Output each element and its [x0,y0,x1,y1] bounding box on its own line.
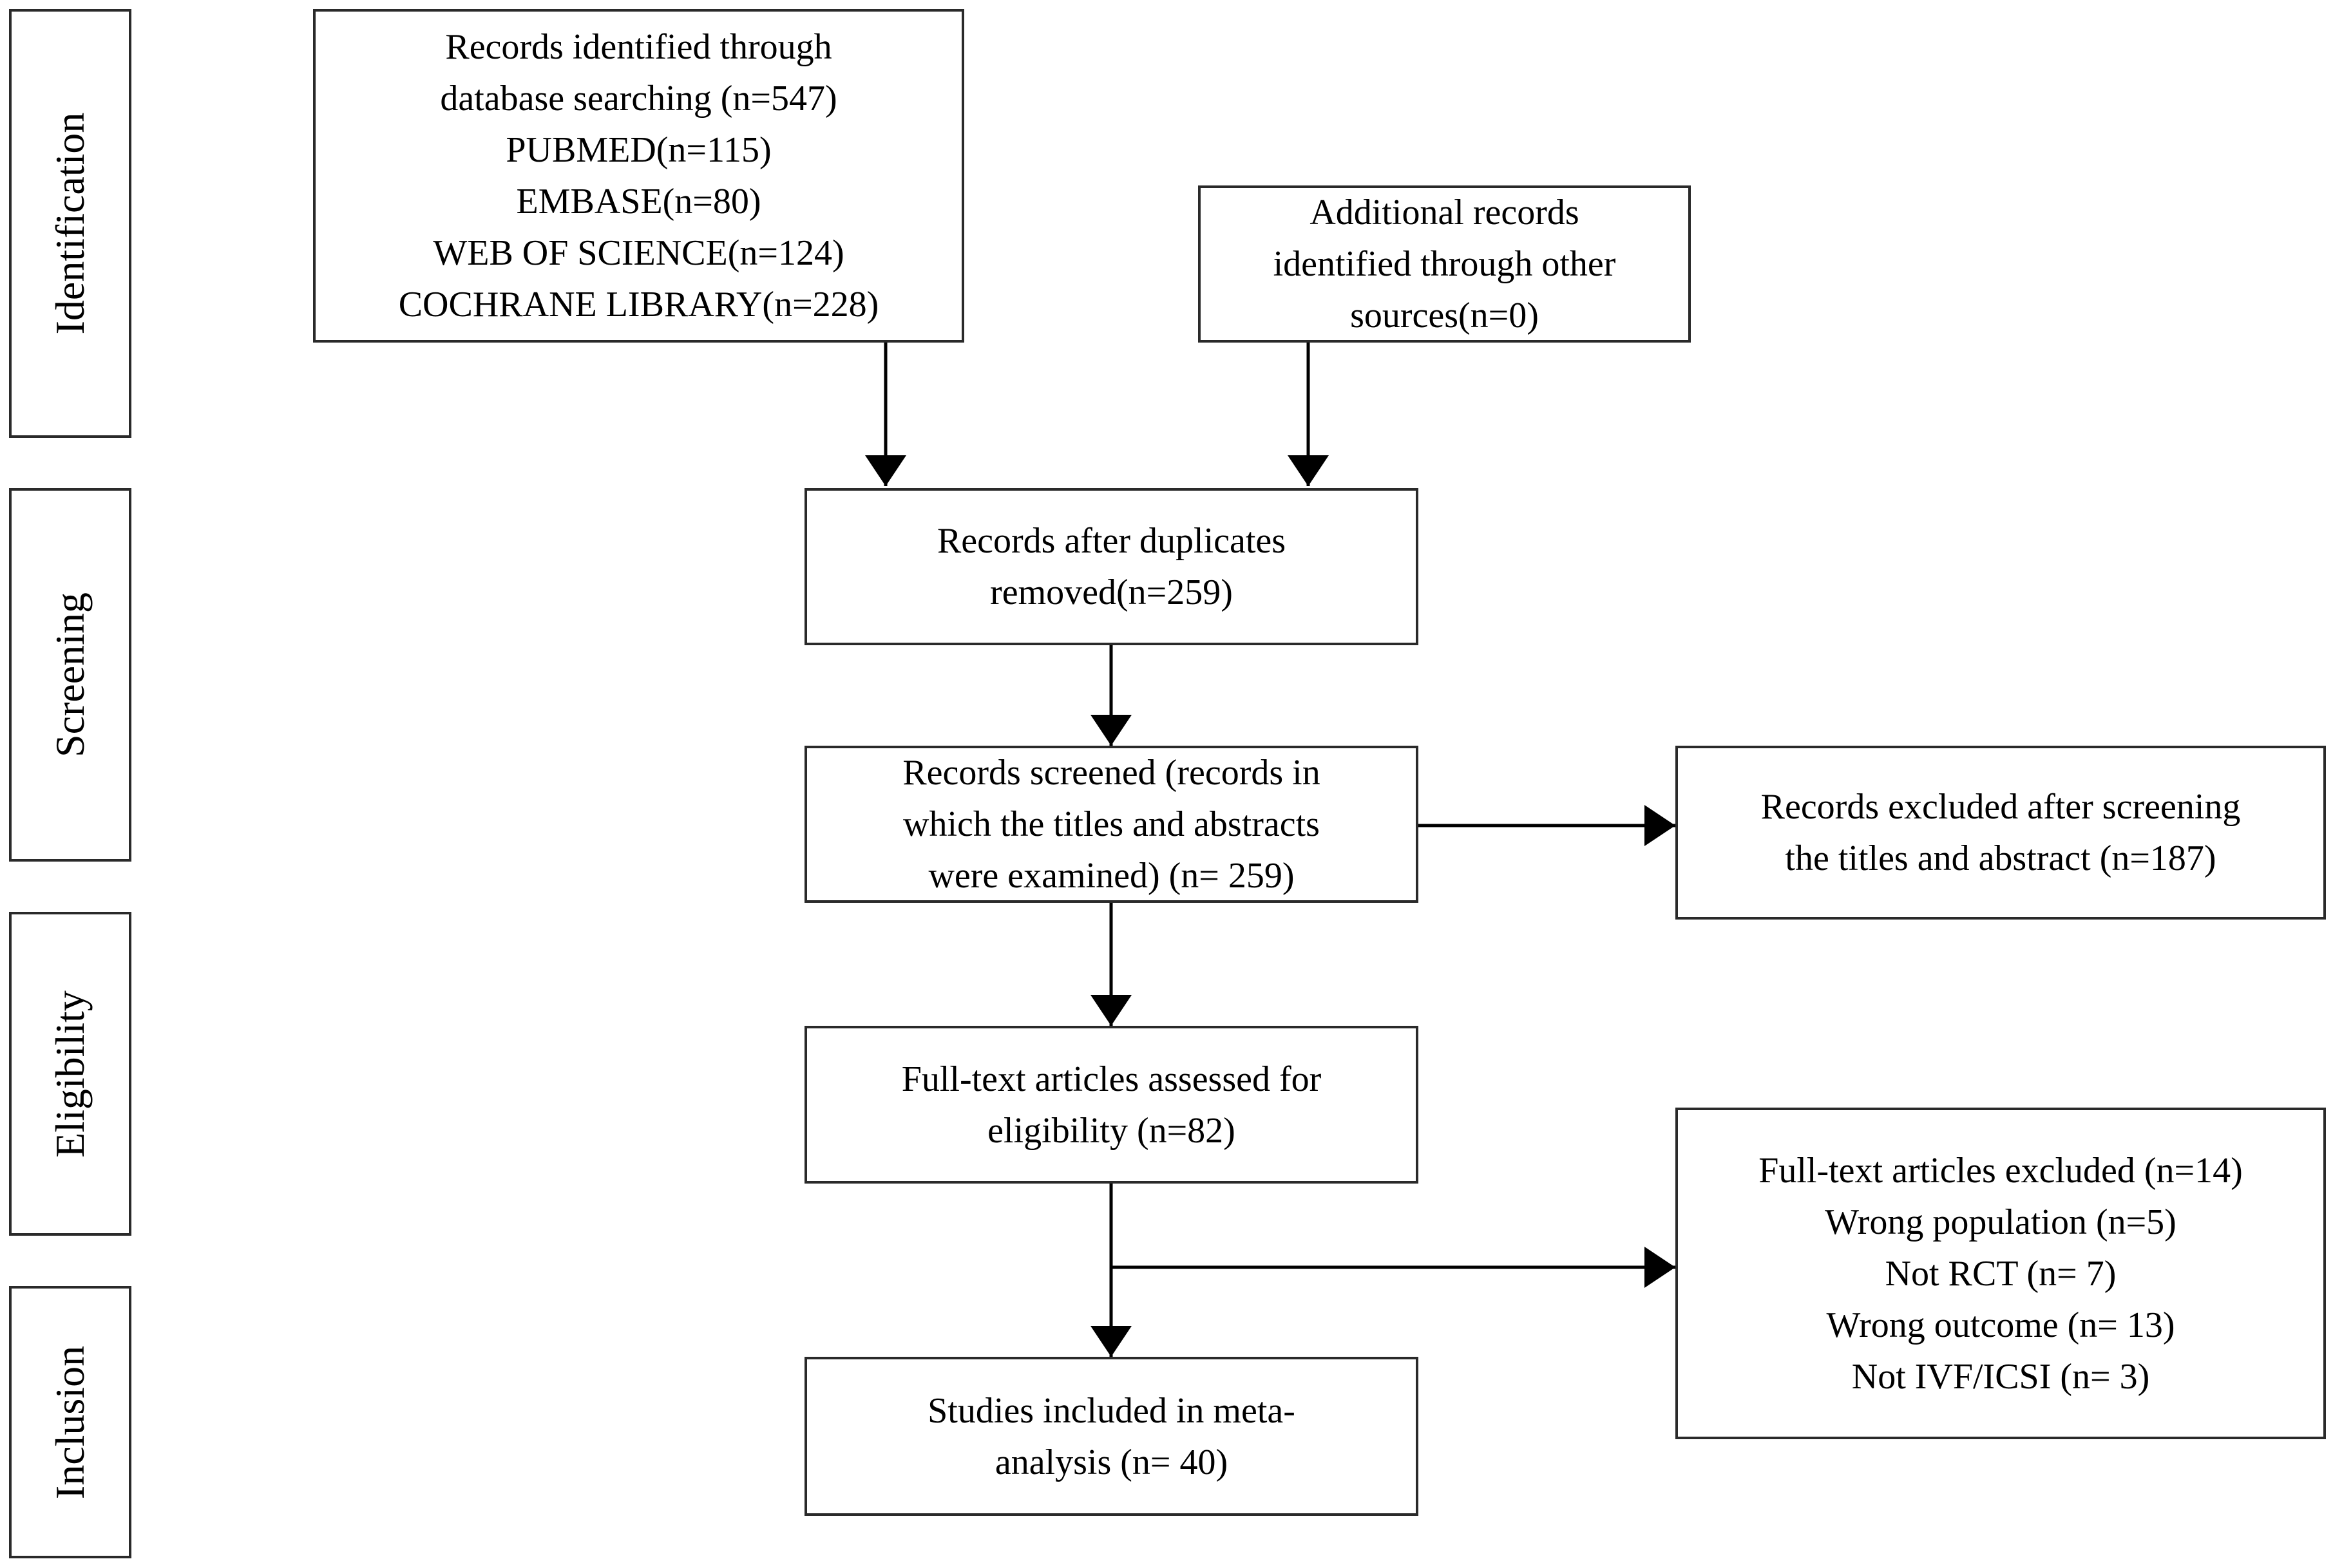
studies-included-box: Studies included in meta- analysis (n= 4… [805,1357,1418,1516]
studies-included-line: analysis (n= 40) [995,1442,1228,1482]
duplicates-removed-line: removed(n=259) [990,572,1233,612]
fulltext-excluded-line: Wrong population (n=5) [1825,1202,2176,1242]
fulltext-assessed-line: Full-text articles assessed for [901,1059,1322,1099]
fulltext-excluded-line: Not RCT (n= 7) [1885,1253,2117,1294]
database-records-line: Records identified through [445,27,832,67]
stage-eligibility: Eligibility [9,912,131,1236]
studies-included-line: Studies included in meta- [928,1390,1295,1431]
records-screened-box: Records screened (records in which the t… [805,746,1418,903]
screening-excluded-box: Records excluded after screening the tit… [1675,746,2326,920]
database-records-line: EMBASE(n=80) [516,182,761,222]
stage-identification: Identification [9,9,131,438]
records-screened-line: were examined) (n= 259) [928,856,1295,896]
screening-excluded-line: the titles and abstract (n=187) [1785,838,2216,878]
database-records-line: database searching (n=547) [440,79,837,118]
stage-screening: Screening [9,488,131,862]
stage-inclusion: Inclusion [9,1286,131,1558]
database-records-line: COCHRANE LIBRARY(n=228) [398,285,879,325]
database-records-box: Records identified through database sear… [313,9,964,343]
records-screened-line: Records screened (records in [902,753,1320,793]
fulltext-excluded-line: Not IVF/ICSI (n= 3) [1851,1356,2150,1397]
screening-excluded-line: Records excluded after screening [1760,787,2241,827]
fulltext-assessed-box: Full-text articles assessed for eligibil… [805,1026,1418,1184]
duplicates-removed-line: Records after duplicates [937,521,1286,561]
additional-records-line: sources(n=0) [1350,296,1539,335]
database-records-line: PUBMED(n=115) [506,130,772,170]
fulltext-excluded-line: Wrong outcome (n= 13) [1826,1305,2175,1345]
database-records-line: WEB OF SCIENCE(n=124) [433,233,844,273]
fulltext-excluded-box: Full-text articles excluded (n=14) Wrong… [1675,1108,2326,1439]
records-screened-line: which the titles and abstracts [903,804,1320,844]
duplicates-removed-box: Records after duplicates removed(n=259) [805,488,1418,645]
additional-records-box: Additional records identified through ot… [1198,185,1691,343]
fulltext-assessed-line: eligibility (n=82) [987,1110,1235,1151]
fulltext-excluded-line: Full-text articles excluded (n=14) [1758,1150,2243,1191]
additional-records-line: Additional records [1309,193,1579,232]
additional-records-line: identified through other [1273,244,1616,284]
